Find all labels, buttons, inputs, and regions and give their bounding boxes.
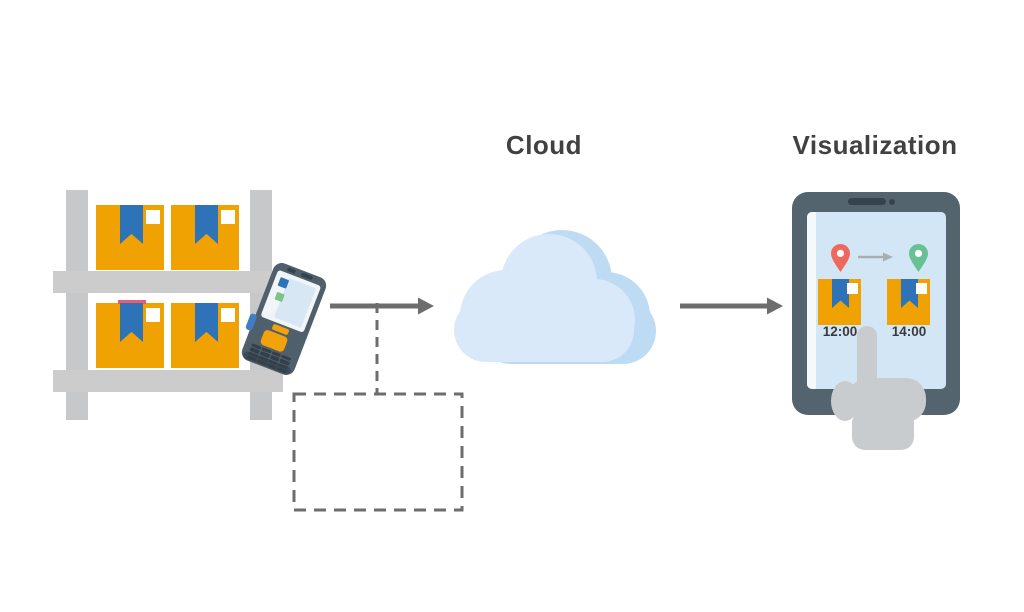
box-label bbox=[916, 283, 927, 294]
pink-ribbon-sliver bbox=[118, 300, 146, 304]
package-box bbox=[96, 300, 164, 368]
tablet-speaker bbox=[848, 198, 886, 205]
bookmark-ribbon-icon bbox=[120, 205, 143, 244]
package-box bbox=[96, 205, 164, 270]
bookmark-ribbon-icon bbox=[195, 303, 218, 342]
shelf-board-bottom bbox=[53, 370, 283, 392]
mini-package-box bbox=[887, 279, 930, 325]
bookmark-ribbon-icon bbox=[120, 303, 143, 342]
pin-arrow-icon bbox=[858, 252, 893, 262]
destination-time: 14:00 bbox=[891, 324, 927, 339]
bookmark-ribbon-icon bbox=[832, 279, 849, 308]
box-label bbox=[146, 210, 160, 224]
destination-pin-icon bbox=[909, 244, 928, 272]
scanner-side-button bbox=[244, 312, 258, 332]
tablet: 12:00 14:00 bbox=[792, 192, 960, 415]
box-label bbox=[221, 210, 235, 224]
package-box bbox=[171, 205, 239, 270]
cloud-label: Cloud bbox=[505, 130, 583, 160]
tablet-camera-icon bbox=[889, 199, 895, 205]
bookmark-ribbon-icon bbox=[195, 205, 218, 244]
bookmark-ribbon-icon bbox=[901, 279, 918, 308]
box-label bbox=[847, 283, 858, 294]
shelf-board-middle bbox=[53, 271, 283, 293]
box-label bbox=[221, 308, 235, 322]
box-label bbox=[146, 308, 160, 322]
origin-time: 12:00 bbox=[822, 324, 858, 339]
origin-pin-icon bbox=[831, 244, 850, 272]
screen-highlight-strip bbox=[807, 212, 816, 389]
hand-cursor-icon bbox=[831, 326, 926, 450]
shelf-post-left bbox=[66, 190, 88, 420]
cloud-icon bbox=[454, 230, 656, 364]
arrow-cloud-to-tablet bbox=[680, 297, 783, 315]
dashed-placeholder-box bbox=[292, 392, 464, 512]
visualization-label: Visualization bbox=[792, 130, 958, 160]
arrow-scanner-to-cloud bbox=[330, 297, 434, 315]
package-box bbox=[171, 303, 239, 368]
mini-package-box bbox=[818, 279, 861, 325]
